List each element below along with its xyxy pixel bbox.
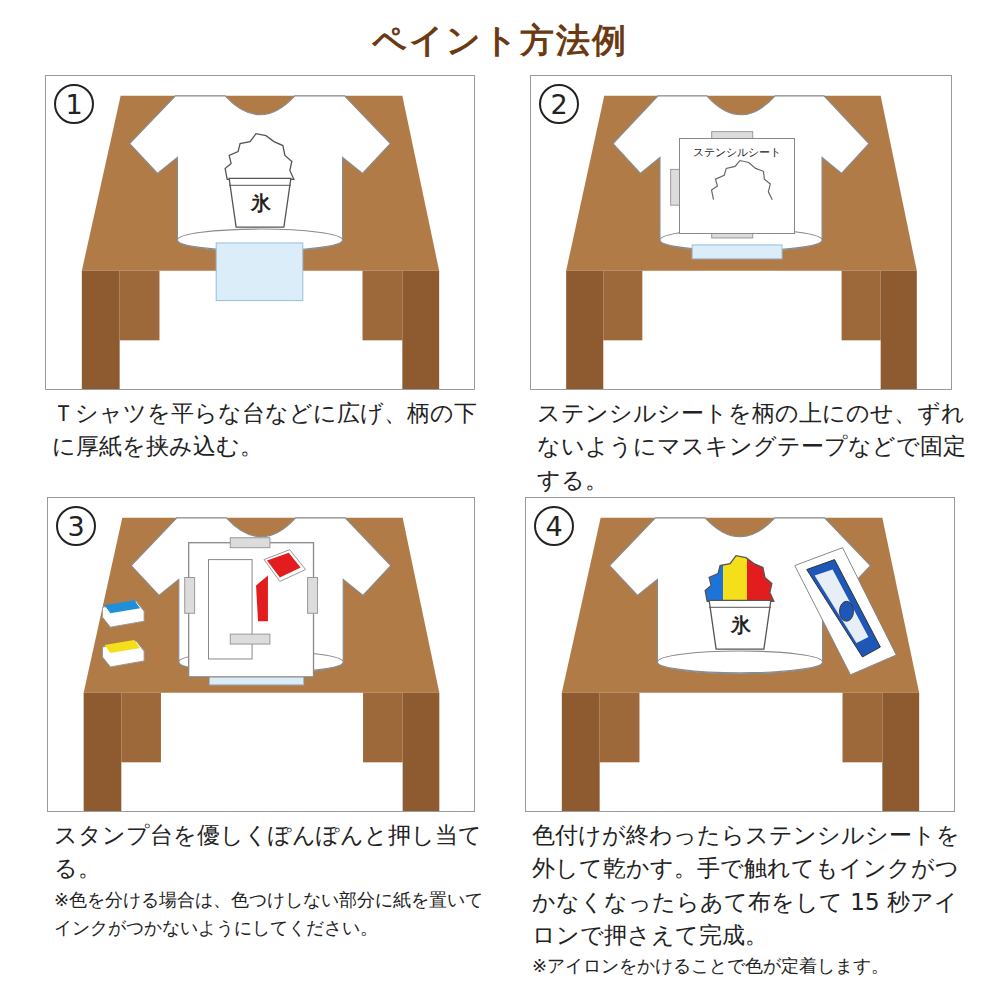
cup-kanji: 氷	[251, 193, 271, 213]
table-illustration	[46, 76, 474, 389]
step-number: 4	[534, 506, 574, 546]
step-note: ※アイロンをかけることで色が定着します。	[532, 952, 972, 981]
step-text: Ｔシャツを平らな台などに広げ、柄の下に厚紙を挟み込む。	[52, 397, 492, 464]
step-caption: スタンプ台を優しくぽんぽんと押し当てる。※色を分ける場合は、色つけしない部分に紙…	[54, 819, 494, 943]
step-caption: 色付けが終わったらステンシルシートを外して乾かす。手で触れてもインクがつかなくな…	[532, 819, 972, 981]
step-panel: Ｔシャツを平らな台などに広げ、柄の下に厚紙を挟み込む。1氷	[45, 75, 475, 390]
step-note: ※色を分ける場合は、色つけしない部分に紙を置いてインクがつかないようにしてくださ…	[54, 886, 494, 944]
step-number: 1	[54, 84, 94, 124]
stencil-label: ステンシルシート	[693, 145, 781, 160]
callout-number: 1	[65, 91, 82, 118]
step-caption: ステンシルシートを柄の上にのせ、ずれないようにマスキングテープなどで固定する。	[537, 397, 967, 497]
cup-kanji: 氷	[731, 615, 751, 635]
step-text: ステンシルシートを柄の上にのせ、ずれないようにマスキングテープなどで固定する。	[537, 397, 967, 497]
step-text: スタンプ台を優しくぽんぽんと押し当てる。	[54, 819, 494, 886]
step-number: 3	[56, 506, 96, 546]
step-number: 2	[539, 84, 579, 124]
step-text: 色付けが終わったらステンシルシートを外して乾かす。手で触れてもインクがつかなくな…	[532, 819, 972, 952]
table-illustration	[48, 498, 474, 811]
step-panel: 色付けが終わったらステンシルシートを外して乾かす。手で触れてもインクがつかなくな…	[525, 497, 955, 812]
step-panel: スタンプ台を優しくぽんぽんと押し当てる。※色を分ける場合は、色つけしない部分に紙…	[47, 497, 475, 812]
table-illustration	[526, 498, 954, 811]
step-panel: ステンシルシートを柄の上にのせ、ずれないようにマスキングテープなどで固定する。2…	[530, 75, 952, 390]
callout-number: 3	[67, 513, 84, 540]
stencil-sheet: ステンシルシート	[679, 138, 795, 234]
callout-number: 2	[550, 91, 567, 118]
callout-number: 4	[545, 513, 562, 540]
page-title: ペイント方法例	[0, 18, 1000, 64]
step-caption: Ｔシャツを平らな台などに広げ、柄の下に厚紙を挟み込む。	[52, 397, 492, 464]
